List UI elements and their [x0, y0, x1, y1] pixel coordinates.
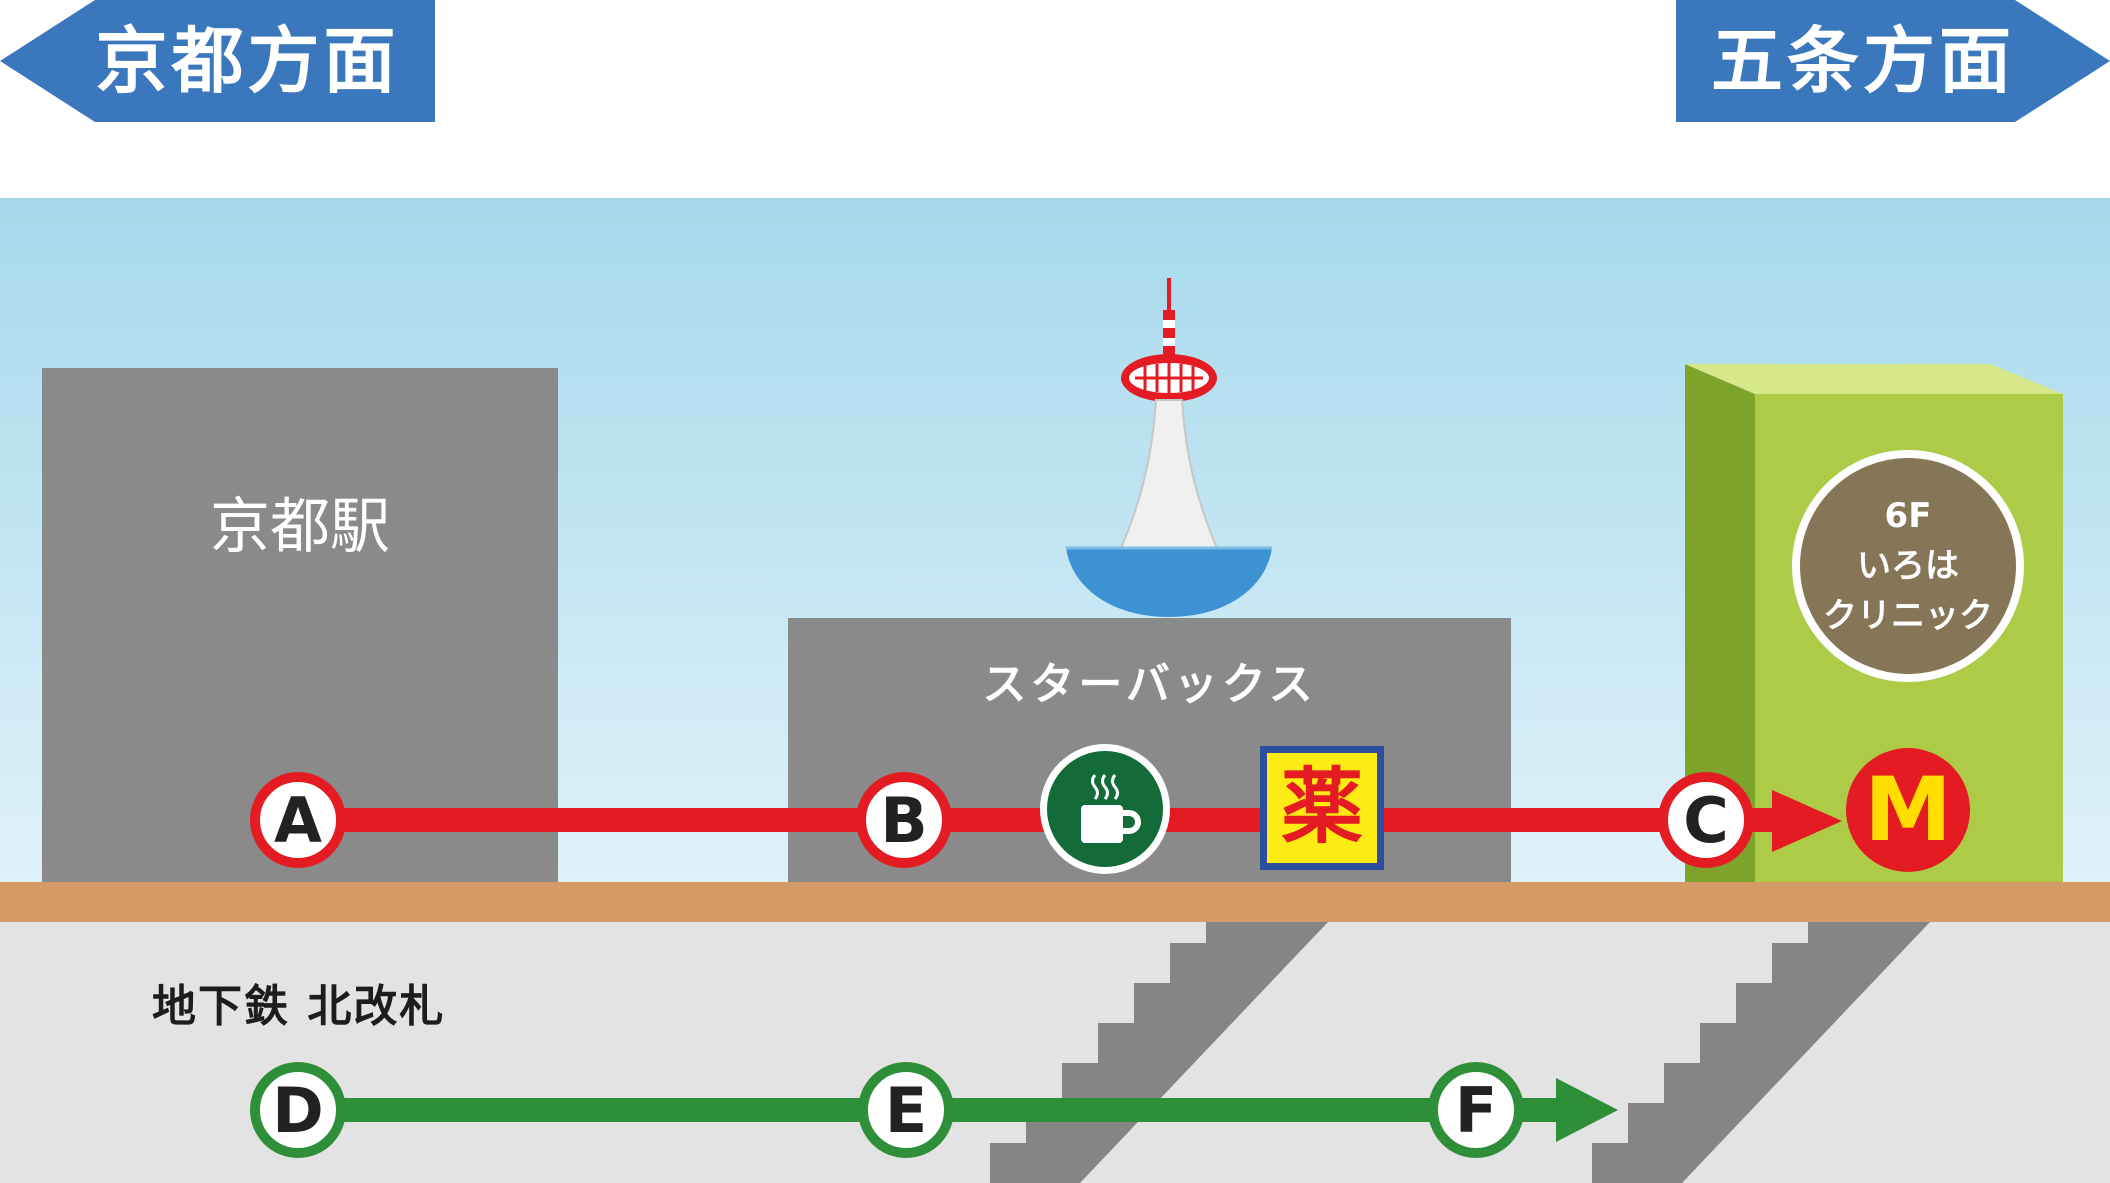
street-level-line — [0, 882, 2110, 922]
clinic-name-line1: いろは — [1857, 546, 1959, 586]
street-route-line — [298, 808, 1778, 832]
pharmacy-label: 薬 — [1280, 760, 1363, 855]
mcdonalds-label: M — [1864, 758, 1952, 861]
point-c-label: C — [1683, 783, 1729, 857]
stairs-left-icon — [990, 922, 1328, 1183]
street-route-arrow-icon — [1772, 790, 1842, 852]
direction-sign-kyoto-label: 京都方面 — [95, 19, 400, 103]
direction-sign-kyoto: 京都方面 — [0, 0, 435, 122]
mcdonalds-icon: M — [1846, 748, 1970, 872]
clinic-sign: 6F いろは クリニック — [1792, 450, 2024, 682]
direction-sign-gojo: 五条方面 — [1676, 0, 2110, 122]
point-c: C — [1658, 772, 1754, 868]
direction-sign-gojo-label: 五条方面 — [1710, 19, 2015, 103]
stairs-right-icon — [1592, 922, 1930, 1183]
coffee-shop-icon — [1040, 744, 1170, 874]
point-f: F — [1428, 1062, 1524, 1158]
clinic-floor: 6F — [1884, 496, 1932, 536]
clinic-name-line2: クリニック — [1823, 596, 1993, 636]
starbucks-label: スターバックス — [982, 659, 1317, 710]
point-b: B — [856, 772, 952, 868]
kyoto-tower-icon — [1066, 278, 1272, 617]
underground-route-arrow-icon — [1556, 1078, 1618, 1142]
coffee-cup-icon — [1081, 774, 1141, 843]
subway-north-gate-label: 地下鉄 北改札 — [152, 981, 446, 1032]
point-a-label: A — [274, 783, 322, 857]
point-e: E — [858, 1062, 954, 1158]
kyoto-station-label: 京都駅 — [210, 492, 390, 562]
pharmacy-icon: 薬 — [1260, 746, 1384, 870]
point-b-label: B — [880, 783, 928, 857]
point-a: A — [250, 772, 346, 868]
point-f-label: F — [1454, 1073, 1498, 1147]
point-e-label: E — [884, 1073, 928, 1147]
point-d-label: D — [272, 1073, 324, 1147]
point-d: D — [250, 1062, 346, 1158]
